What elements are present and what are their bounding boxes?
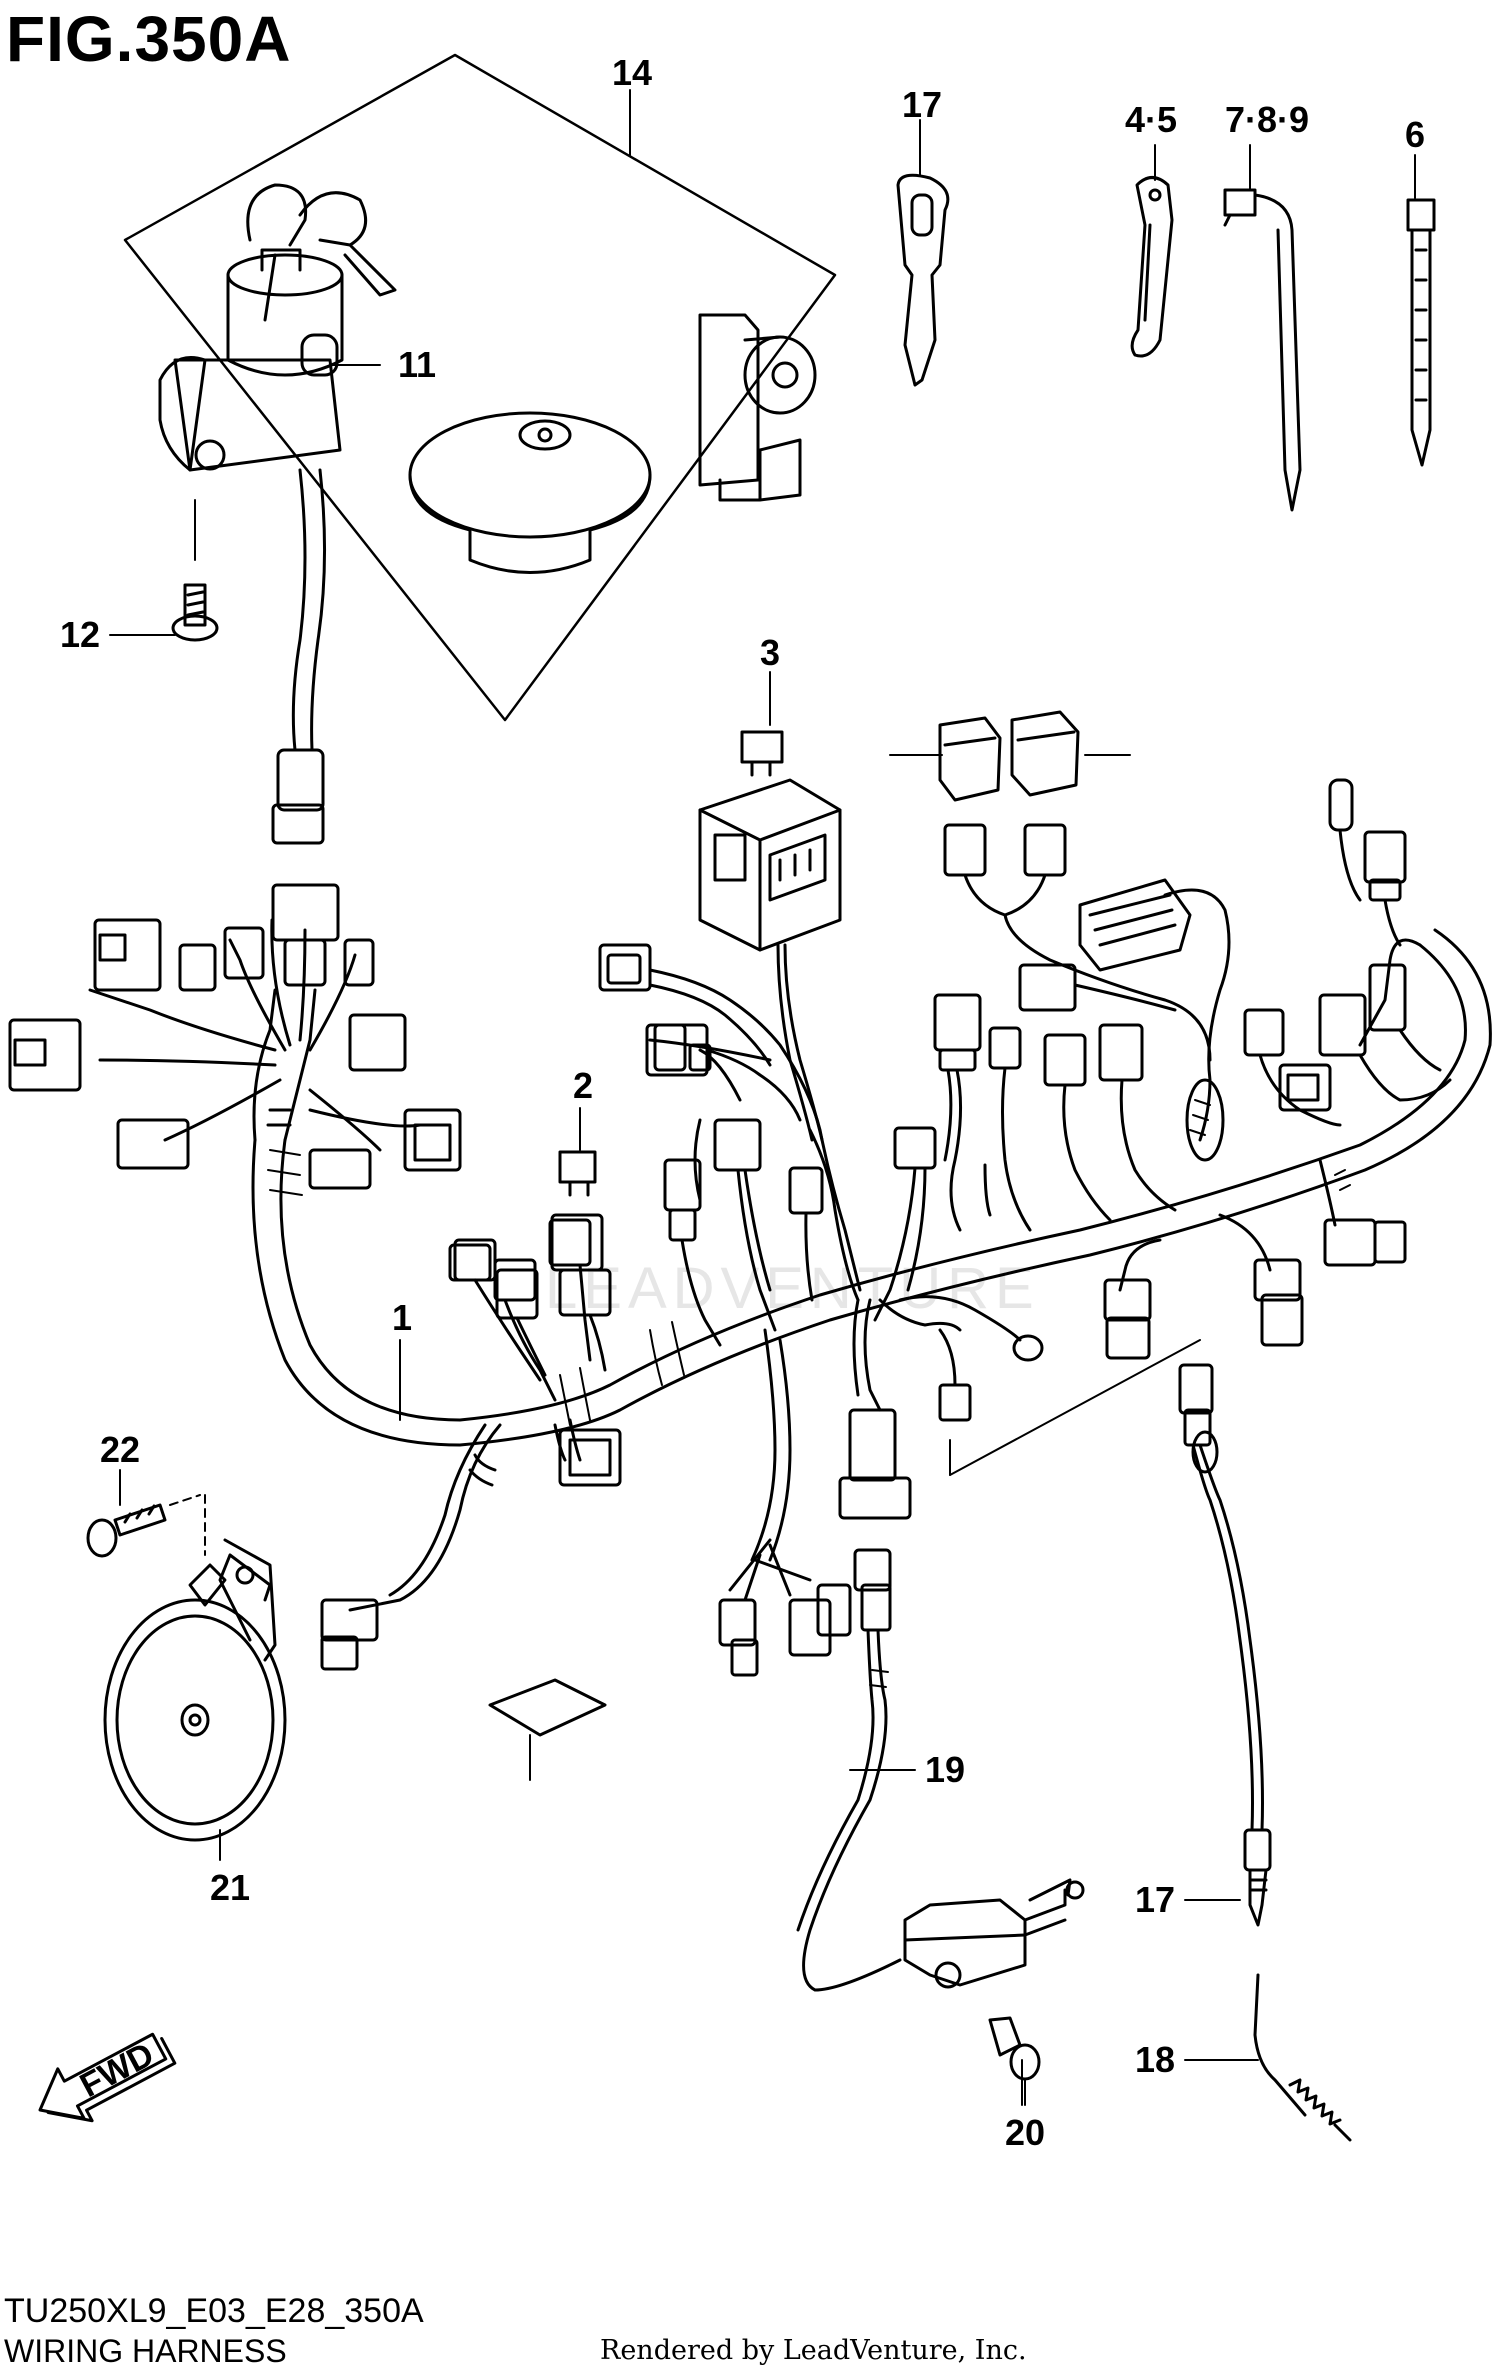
spring-part-15 — [1253, 1973, 1352, 2142]
patch-part-22 — [488, 1678, 607, 1737]
connector-part-20 — [938, 716, 1002, 802]
connector-part-21 — [1010, 710, 1080, 797]
callout-1: 1 — [392, 1297, 412, 1338]
strap-part-4-5 — [1130, 176, 1174, 358]
callout-10: 14 — [612, 52, 652, 93]
cable-tie-part-6 — [1406, 198, 1436, 467]
callout-3: 3 — [760, 632, 780, 673]
horn-part-18 — [103, 1538, 287, 1842]
figure-title: FIG.350A — [6, 3, 292, 75]
seat-lock — [698, 313, 817, 502]
fuel-cap — [408, 411, 652, 574]
main-harness — [8, 778, 1492, 1677]
bolt-part-19 — [86, 1494, 206, 1558]
fuse-part-3 — [740, 689, 784, 777]
side-stand-switch — [903, 1878, 1085, 1989]
callout-18: 21 — [210, 1867, 250, 1908]
callout-13: 17 — [902, 84, 942, 125]
callout-19: 22 — [100, 1429, 140, 1470]
ignition-switch — [158, 183, 397, 845]
key-blank-part-13 — [896, 173, 950, 387]
render-credit: Rendered by LeadVenture, Inc. — [600, 2335, 1027, 2366]
callout-11: 11 — [398, 344, 436, 385]
fwd-arrow: FWD — [38, 2032, 177, 2123]
callout-labels: 14 17 4·5 7·8·9 6 11 12 3 2 1 22 21 19 1… — [60, 52, 1425, 2153]
clamp-part-7-8-9 — [1223, 188, 1302, 512]
diagram-name: WIRING HARNESS — [4, 2333, 287, 2369]
leader-lines — [109, 89, 1416, 2106]
sensor-lead-part-14 — [1178, 1363, 1272, 1927]
fuse-box — [698, 778, 842, 952]
callout-17: 20 — [1005, 2112, 1045, 2153]
callout-4-5: 4·5 — [1125, 99, 1177, 140]
callout-6: 6 — [1405, 114, 1425, 155]
switch-lead-part-16 — [796, 1548, 902, 1992]
screw-part-17 — [988, 2016, 1041, 2106]
watermark: LEADVENTURE — [545, 1256, 1040, 1321]
model-code: TU250XL9_E03_E28_350A — [4, 2292, 424, 2330]
callout-7-8-9: 7·8·9 — [1225, 99, 1309, 140]
callout-2: 2 — [573, 1065, 593, 1106]
callout-12: 12 — [60, 614, 100, 655]
screw-part-12 — [171, 499, 219, 642]
part-10-kit-outline — [123, 53, 837, 722]
callout-15: 18 — [1135, 2039, 1175, 2080]
callout-16: 19 — [925, 1749, 965, 1790]
callout-14: 17 — [1135, 1879, 1175, 1920]
